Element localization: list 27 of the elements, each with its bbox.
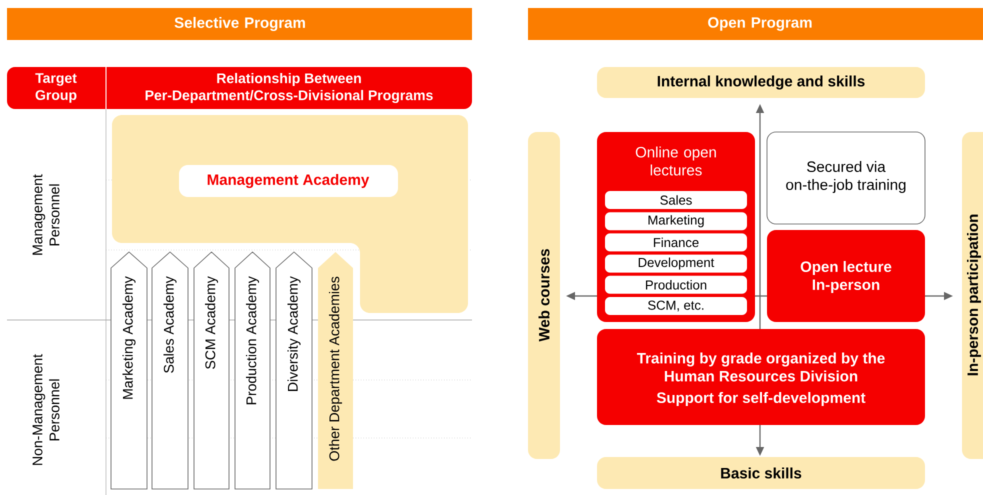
header-bar: Selective Program xyxy=(7,8,472,40)
header-cell: Relationship Between Per-Department/Cross-Divisional Programs xyxy=(106,67,472,109)
program-box: Open lecture In-person xyxy=(767,230,925,322)
topic-box: Development xyxy=(605,254,747,273)
program-box: Training by grade organized by the Human Resources Division Support for self-development xyxy=(597,329,925,425)
topic-box: Sales xyxy=(605,191,747,209)
row-label: Management Personnel xyxy=(32,174,60,255)
topic-box: SCM, etc. xyxy=(605,297,747,315)
topic-box: Production xyxy=(605,276,747,294)
academy-column: Diversity Academy xyxy=(276,251,312,490)
row-label: Non-Management Personnel xyxy=(32,354,60,465)
axis-label-band: Basic skills xyxy=(597,457,925,489)
topic-box: Finance xyxy=(605,233,747,252)
node-label: Relationship Between Per-Department/Cross-Divisional Programs xyxy=(146,72,433,104)
header-cell: Target Group xyxy=(7,67,106,109)
axis-label-band: In-person participation xyxy=(962,132,983,459)
academy-column: Other Department Academies xyxy=(318,252,353,489)
topic-box: Marketing xyxy=(605,212,747,230)
header-bar: Open Program xyxy=(528,8,983,40)
axis-label-band: Web courses xyxy=(528,132,560,459)
program-box: Secured via on-the-job training xyxy=(766,132,926,224)
academy-column: SCM Academy xyxy=(194,251,230,490)
node-label: Target Group xyxy=(35,73,77,103)
academy-column: Marketing Academy xyxy=(110,251,148,490)
axis-label-band: Internal knowledge and skills xyxy=(597,67,925,98)
academy-column: Production Academy xyxy=(234,251,270,490)
academy-column: Sales Academy xyxy=(152,251,188,490)
